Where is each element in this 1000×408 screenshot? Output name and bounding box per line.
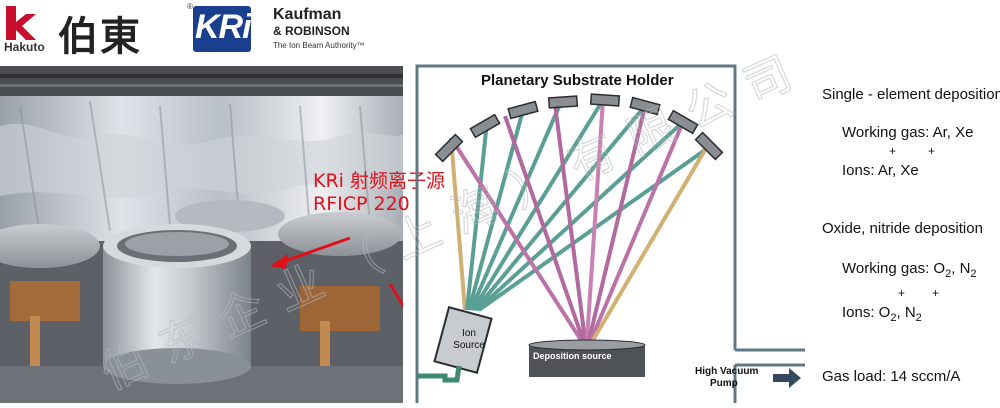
- kri-line2: & ROBINSON: [273, 24, 350, 38]
- hakuto-text: Hakuto: [4, 40, 45, 54]
- plus-sign-xe: +: [928, 144, 936, 158]
- ions-1: Ions: Ar, Xe: [842, 162, 919, 179]
- ion-source-text: Ion Source: [453, 328, 485, 351]
- working-gas-1: Working gas: Ar, Xe: [842, 124, 974, 141]
- gas-load: Gas load: 14 sccm/A: [822, 368, 961, 385]
- hakuto-logo: Hakuto 伯東: [0, 0, 170, 60]
- kri-registered: ®: [187, 2, 193, 11]
- ions-2: Ions: O2, N2: [842, 304, 922, 324]
- kri-tagline: The Ion Beam Authority™: [273, 41, 365, 50]
- kri-logo: KRi ® Kaufman & ROBINSON The Ion Beam Au…: [185, 0, 385, 58]
- hakuto-cn-name: 伯東: [58, 14, 142, 60]
- oxide-nitride-title: Oxide, nitride deposition: [822, 220, 983, 237]
- kri-line1: Kaufman: [273, 6, 342, 23]
- chamber-wall: [415, 64, 737, 403]
- hakuto-h-icon: [6, 6, 36, 40]
- deposition-source-box: [528, 339, 646, 377]
- kri-mark-bg: [193, 6, 251, 52]
- pump-arrow: [773, 368, 801, 388]
- working-gas-2: Working gas: O2, N2: [842, 260, 977, 280]
- pump-label-line2: Pump: [710, 378, 738, 389]
- kri-mark: KRi: [195, 8, 252, 46]
- plus-sign-o2: +: [898, 286, 906, 300]
- pump-label-line1: High Vacuum: [695, 366, 759, 377]
- plus-sign-ar: +: [889, 144, 897, 158]
- ion-source-label-line1: KRi 射频离子源: [313, 170, 445, 192]
- ion-beams: [449, 98, 707, 342]
- ion-source-label: KRi 射频离子源 RFICP 220: [313, 170, 445, 216]
- deposition-diagram: Planetary Substrate Holder Ion Source De…: [405, 60, 805, 403]
- ion-source-label-line2: RFICP 220: [313, 193, 410, 215]
- plus-sign-n2: +: [932, 286, 940, 300]
- diagram-title: Planetary Substrate Holder: [481, 72, 674, 89]
- ion-source-photo: [0, 66, 403, 403]
- substrate-holder: [434, 93, 724, 163]
- single-element-title: Single - element deposition: [822, 86, 1000, 103]
- ion-source-box: [417, 306, 493, 383]
- deposition-source-text: Deposition source: [533, 351, 612, 361]
